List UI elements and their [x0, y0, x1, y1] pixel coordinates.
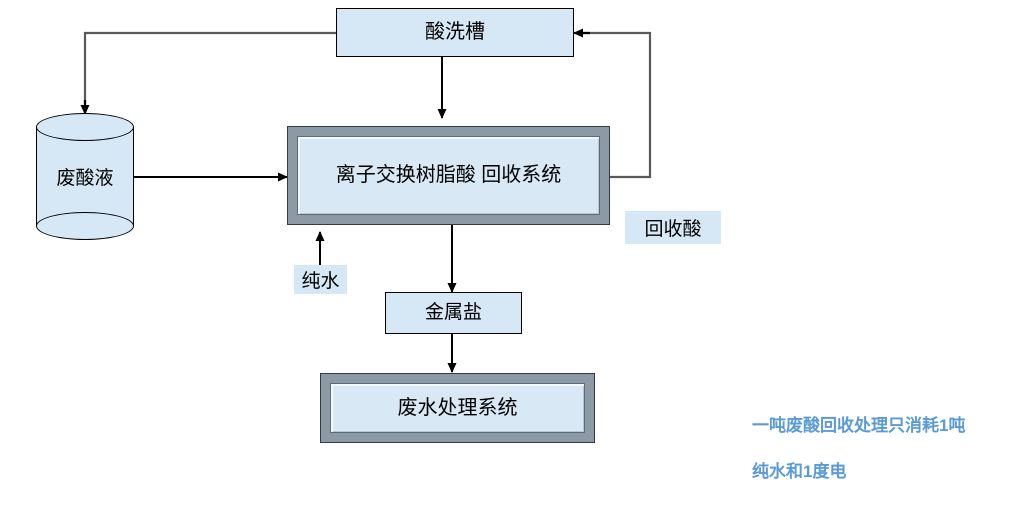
- node-waste-acid-tank[interactable]: 废酸液: [36, 113, 134, 240]
- label-recovered-acid-text: 回收酸: [644, 219, 702, 240]
- cylinder-bottom: [36, 212, 134, 240]
- annotation-line-1: 一吨废酸回收处理只消耗1吨: [752, 415, 966, 435]
- diagram-canvas: 酸洗槽 废酸液 离子交换树脂酸 回收系统 金属盐 废水处理系统 回收酸 纯水 一…: [36, 8, 965, 481]
- cylinder-body: [36, 127, 134, 226]
- node-waste-acid-tank-label: 废酸液: [56, 168, 114, 189]
- label-pure-water: 纯水: [294, 265, 347, 294]
- annotation-line-2: 纯水和1度电: [752, 461, 847, 481]
- node-metal-salt[interactable]: 金属盐: [385, 292, 522, 334]
- connector-layer: [80, 28, 652, 373]
- connector-recovery-to-pickling: [573, 28, 652, 179]
- node-recovery-system[interactable]: 离子交换树脂酸 回收系统: [287, 126, 610, 225]
- label-pure-water-text: 纯水: [301, 271, 340, 292]
- label-recovered-acid: 回收酸: [625, 211, 721, 244]
- node-wastewater-system[interactable]: 废水处理系统: [320, 373, 595, 443]
- node-recovery-system-inner: 离子交换树脂酸 回收系统: [297, 136, 600, 215]
- annotation-efficiency: 一吨废酸回收处理只消耗1吨 纯水和1度电: [752, 392, 1027, 507]
- node-recovery-system-label: 离子交换树脂酸 回收系统: [335, 164, 562, 186]
- node-wastewater-system-inner: 废水处理系统: [330, 383, 585, 433]
- node-wastewater-system-label: 废水处理系统: [397, 396, 518, 419]
- connector-pickling-to-waste-acid: [80, 31, 336, 115]
- node-pickling-tank[interactable]: 酸洗槽: [336, 8, 574, 57]
- cylinder-top: [36, 113, 134, 141]
- node-pickling-tank-label: 酸洗槽: [425, 21, 485, 43]
- node-metal-salt-label: 金属盐: [424, 302, 482, 324]
